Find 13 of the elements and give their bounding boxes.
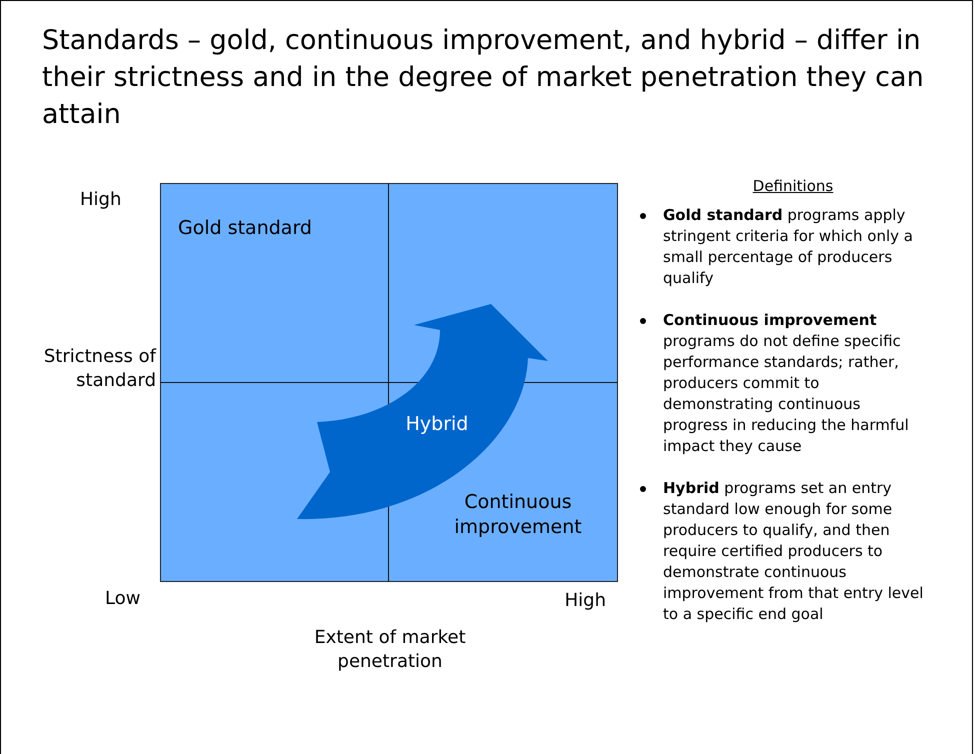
definition-text: Gold standard programs apply stringent criteria for which only a small percentage of producers qualify bbox=[663, 205, 914, 289]
definitions-heading: Definitions bbox=[752, 176, 834, 197]
quadrant-label: Gold standard bbox=[175, 216, 315, 241]
axis-title: Strictness of standard bbox=[42, 345, 156, 393]
axis-tick-label: High bbox=[564, 589, 606, 613]
quadrant-label: Continuous improvement bbox=[430, 490, 606, 540]
axis-tick-label: Low bbox=[105, 587, 142, 611]
axis-tick-label: High bbox=[80, 188, 122, 212]
arrow-label: Hybrid bbox=[404, 412, 470, 437]
definition-text: Hybrid programs set an entry standard low enough for some producers to qualify, and then require certified producers to demonstrate continuous improvement from that entry level to a specific end goal bbox=[663, 478, 924, 625]
definition-text: Continuous improvement programs do not define specific performance standards; rather, producers commit to demonstrating continuous progress in reducing the harmful impact they cause bbox=[663, 310, 910, 457]
axis-title: Extent of market penetration bbox=[313, 626, 467, 674]
slide-title: Standards – gold, continuous improvement, and hybrid – differ in their strictness and in the degree of market penetration they can attain bbox=[42, 24, 925, 132]
